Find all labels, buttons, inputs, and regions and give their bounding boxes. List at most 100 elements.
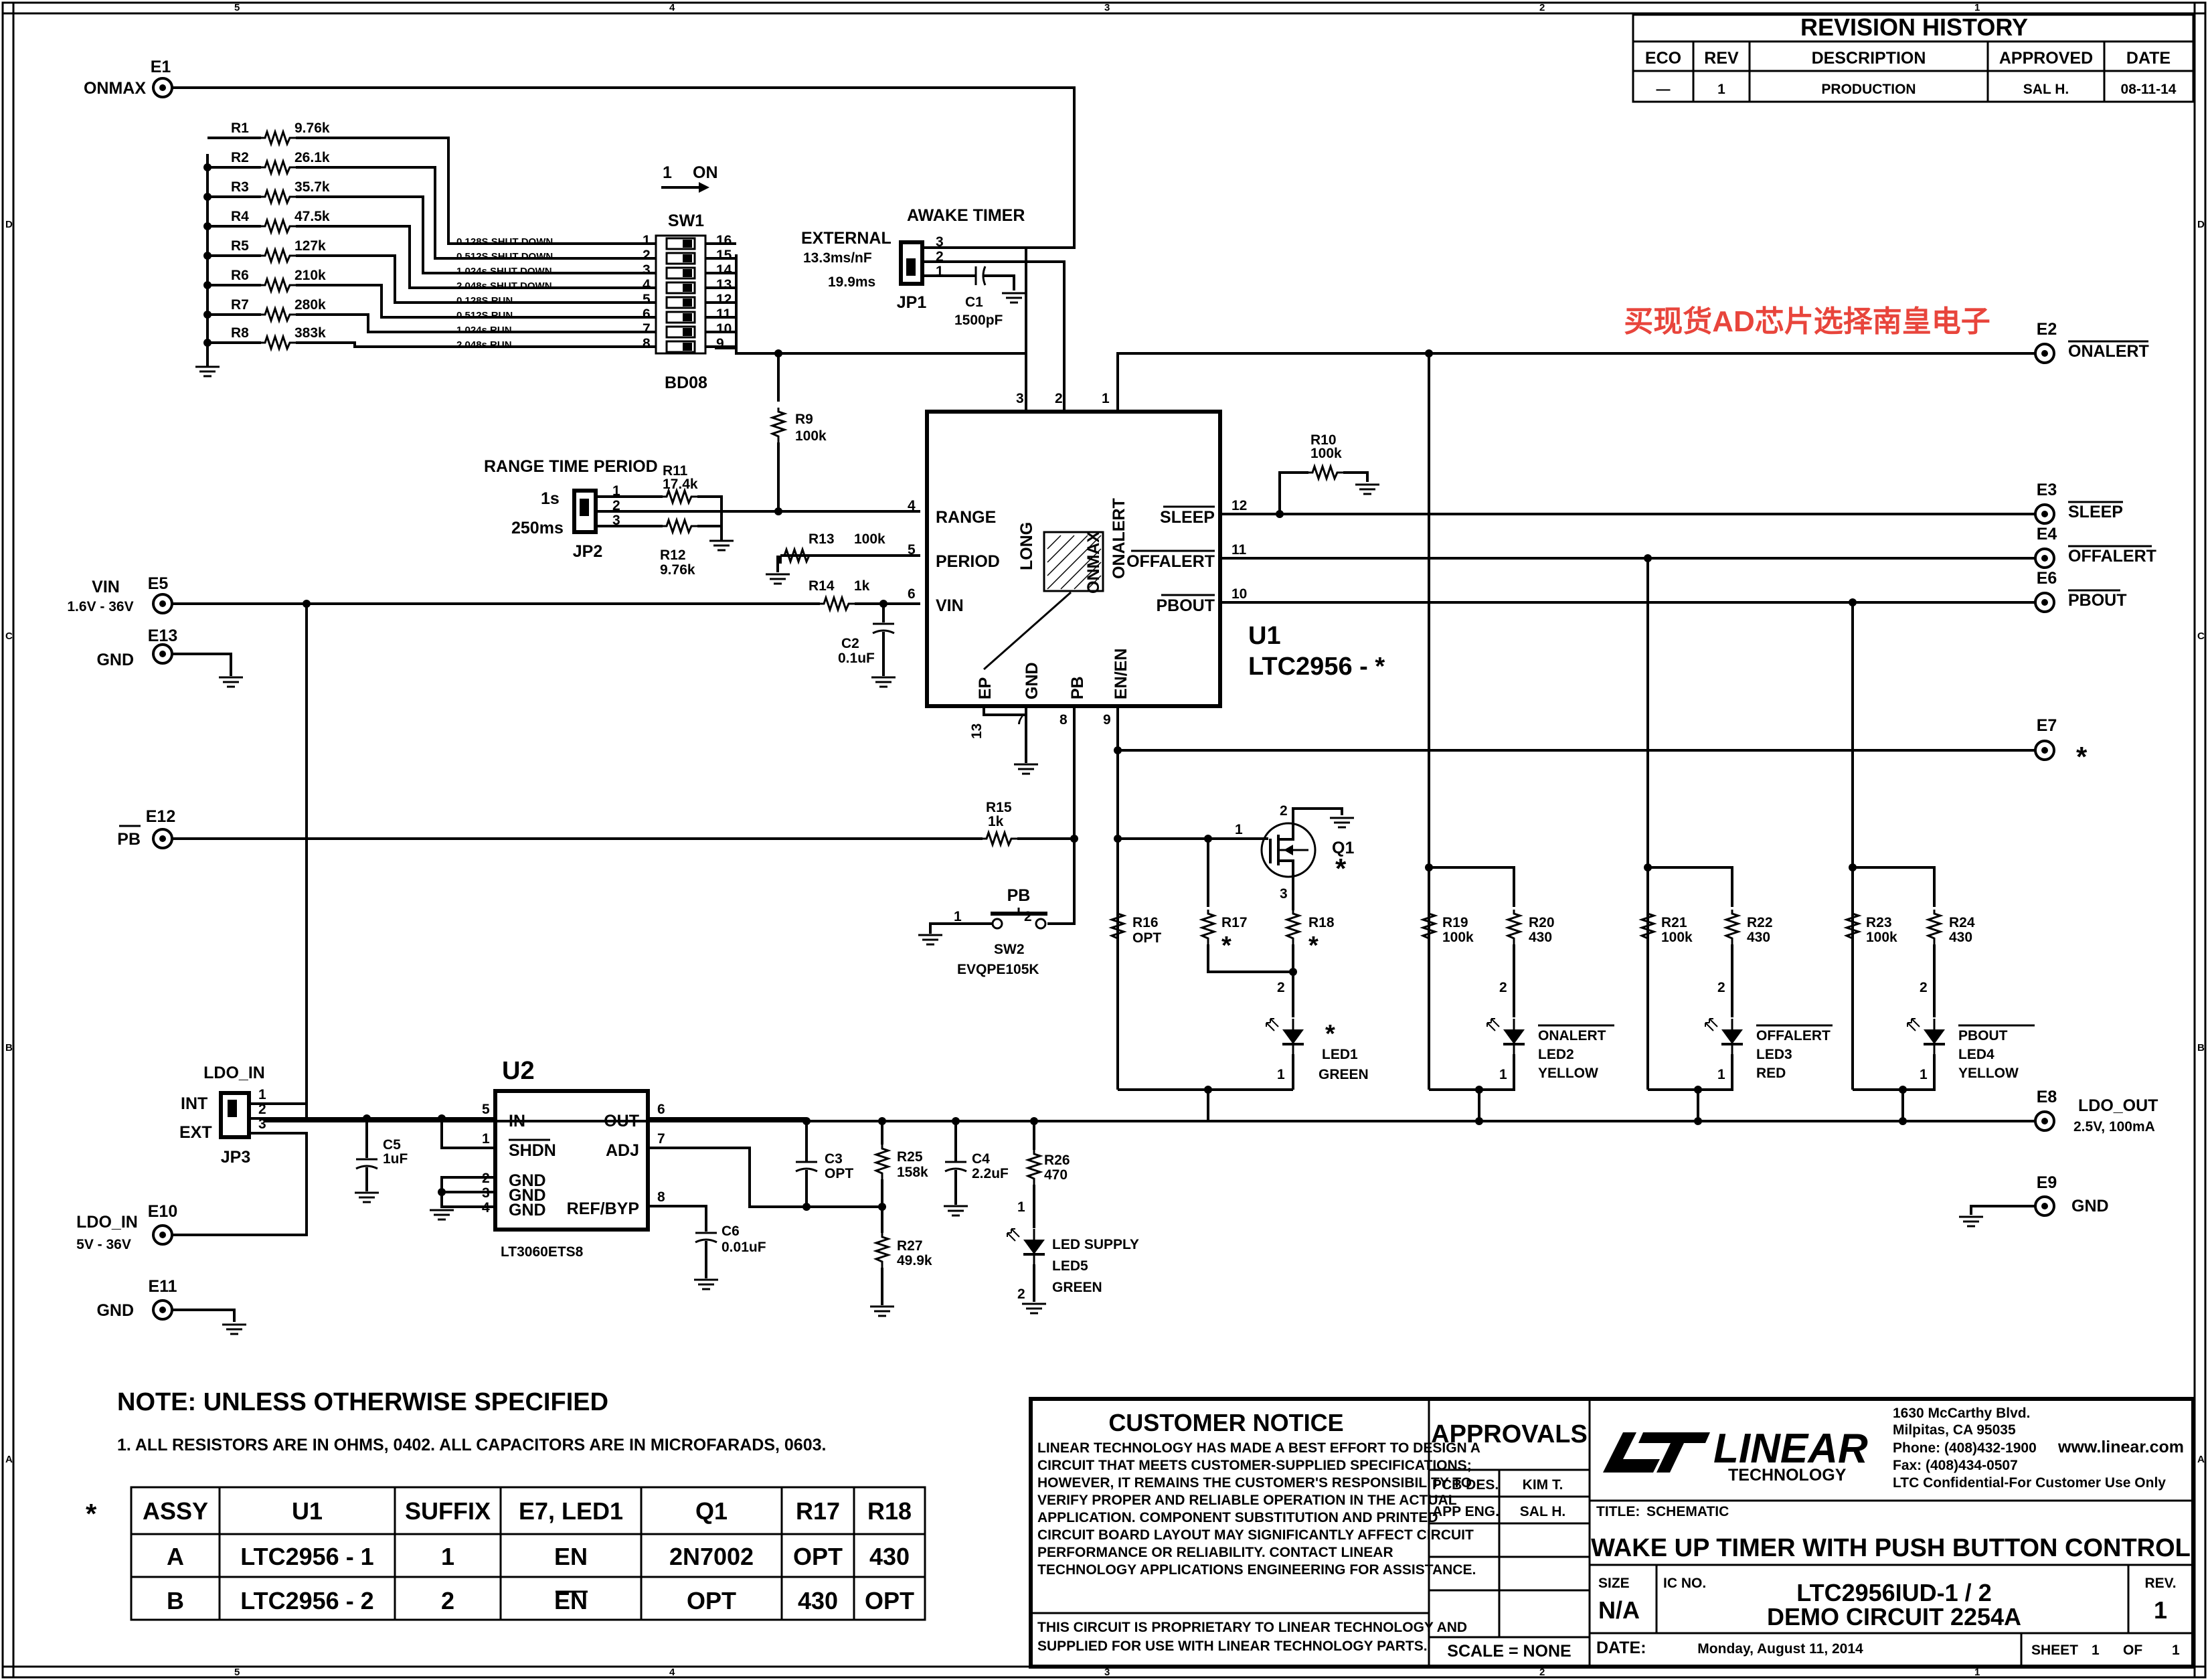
r22-value: 430 [1747,930,1770,945]
e8-label: LDO_OUT [2078,1096,2158,1115]
rev-label: REV. [2144,1576,2176,1591]
proprietary-line2: SUPPLIED FOR USE WITH LINEAR TECHNOLOGY … [1037,1639,1428,1654]
led4-pin2: 2 [1920,980,1928,995]
ladder-value-3: 35.7k [294,179,330,195]
title-value: SCHEMATIC [1646,1504,1729,1519]
led1-pin1: 1 [1277,1067,1285,1082]
u2-num-out: 6 [657,1102,665,1117]
terminal-e5[interactable]: E5 VIN 1.6V - 36V [67,574,173,614]
zone-marker-d-right: D [2197,219,2205,230]
zone-marker-4: 4 [669,2,675,13]
ladder-value-5: 127k [294,238,326,254]
e5-label: VIN [92,578,120,596]
sheet-label: SHEET [2031,1643,2078,1658]
u2-pin-ref: REF/BYP [567,1199,639,1218]
terminal-e1[interactable]: E1 ONMAX [84,58,173,98]
date-label: DATE: [1596,1639,1646,1657]
r14-ref: R14 [809,578,835,594]
notes-line1: 1. ALL RESISTORS ARE IN OHMS, 0402. ALL … [117,1436,826,1454]
u2-pin-out: OUT [604,1112,639,1130]
u1-num-pbout: 10 [1232,586,1247,602]
customer-notice-line-4: VERIFY PROPER AND RELIABLE OPERATION IN … [1037,1493,1457,1508]
u1-num-vin: 6 [908,586,916,602]
assy-cell-1-1: LTC2956 - 2 [240,1587,373,1614]
terminal-e9[interactable]: E9 GND [2034,1173,2109,1217]
app-eng-name: SAL H. [1520,1504,1565,1519]
u1-pin-offalert: OFFALERT [1126,552,1215,571]
title-label: TITLE: [1596,1504,1640,1519]
led4-ref: LED4 [1958,1047,1994,1062]
terminal-e7[interactable]: E7 * [2034,716,2088,772]
zone-marker-1-bottom: 1 [1974,1667,1980,1678]
sw1-row-label-3: 1.024s SHUT DOWN [456,266,552,277]
e2-ref: E2 [2037,320,2057,339]
jp2-pin2: 2 [612,498,620,513]
terminal-e4[interactable]: E4 OFFALERT [2034,525,2156,569]
zone-marker-a-right: A [2197,1454,2205,1465]
assy-header-2: SUFFIX [405,1497,491,1525]
r15-ref: R15 [986,800,1012,815]
r25-value: 158k [897,1165,928,1180]
c4-value: 2.2uF [972,1166,1009,1181]
r23-value: 100k [1866,930,1897,945]
terminal-e10[interactable]: E10 LDO_IN 5V - 36V [76,1202,177,1252]
sw1-row-right-1: 16 [716,233,732,248]
ladder-value-8: 383k [294,325,326,341]
led1: 2 1 LED1 GREEN * [1265,980,1369,1090]
r25-ref: R25 [897,1149,923,1165]
r26-ref: R26 [1044,1153,1070,1168]
assy-cell-1-6: OPT [865,1587,914,1614]
u1-ltc2956[interactable]: LONG ONMAX ONALERT RANGE PERIOD VIN SLEE… [925,410,1385,708]
u1-pin-long: LONG [1017,522,1036,570]
zone-marker-1: 1 [1974,2,1980,13]
u2-num-shdn: 1 [482,1131,490,1147]
r22-ref: R22 [1747,915,1773,930]
terminal-e6[interactable]: E6 PBOUT [2034,569,2127,613]
e7-ref: E7 [2037,716,2057,735]
e7-star: * [2076,741,2088,772]
led4-label: PBOUT [1958,1028,2008,1043]
terminal-e13[interactable]: E13 GND [96,626,177,669]
logo-company: LINEAR [1713,1426,1868,1472]
assy-cell-0-1: LTC2956 - 1 [240,1543,373,1570]
assy-header-5: R17 [796,1497,840,1525]
r18-ref: R18 [1308,915,1335,930]
jp1-ref: JP1 [897,293,927,312]
zone-marker-3: 3 [1104,2,1110,13]
q1-star: * [1335,853,1347,884]
zone-marker-5: 5 [234,2,240,13]
sw2-pushbutton[interactable]: PB SW2 EVQPE105K 1 2 [917,839,1076,977]
e12-label: PB [117,830,141,849]
c1-value: 1500pF [954,313,1003,328]
r24-value: 430 [1949,930,1972,945]
u1-pin-pb: PB [1068,676,1087,699]
u1-num-period: 5 [908,542,916,558]
u1-num-onmax: 2 [1055,391,1063,406]
address-phone: Phone: (408)432-1900 [1893,1440,2037,1456]
ldo-int: INT [181,1094,207,1113]
led1-star: * [1325,1020,1335,1048]
rev-header-description: DESCRIPTION [1812,49,1926,68]
terminal-e8[interactable]: E8 LDO_OUT 2.5V, 100mA [2034,1088,2158,1135]
e1-ref: E1 [151,58,171,76]
u1-part: LTC2956 - * [1248,653,1385,681]
u2-lt3060[interactable]: IN SHDN GND GND GND OUT ADJ REF/BYP U2 L… [493,1057,650,1260]
c1-ref: C1 [965,295,983,310]
terminal-e12[interactable]: E12 PB [117,807,175,849]
assy-star: * [86,1498,97,1529]
u2-num-adj: 7 [657,1131,665,1147]
terminal-e11[interactable]: E11 GND [96,1277,177,1321]
rev-header-rev: REV [1704,49,1739,68]
u1-pin-range: RANGE [936,508,996,527]
customer-notice-line-6: CIRCUIT BOARD LAYOUT MAY SIGNIFICANTLY A… [1037,1527,1474,1543]
u1-pin-onmax: ONMAX [1084,531,1103,594]
revision-history: REVISION HISTORY ECO REV DESCRIPTION APP… [1632,13,2195,103]
sw1-row-left-5: 5 [643,292,651,307]
terminal-e3[interactable]: E3 SLEEP [2034,481,2123,525]
sw1-row-label-2: 0.512S SHUT DOWN [456,251,553,262]
sw1-row-label-6: 0.512S RUN [456,310,513,321]
terminal-e2[interactable]: E2 ONALERT [2034,320,2149,364]
